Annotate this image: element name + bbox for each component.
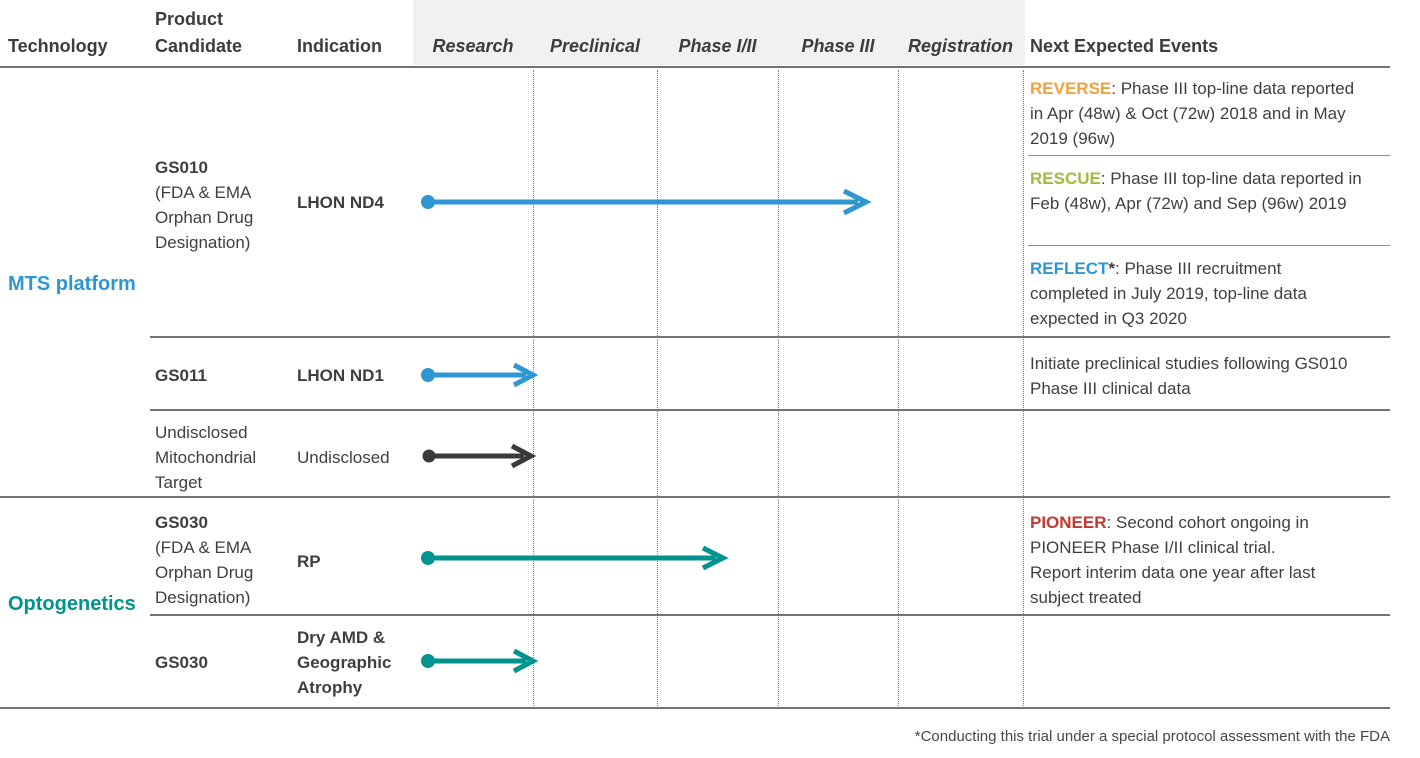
column-header-next-expected-events: Next Expected Events [1030,36,1219,56]
event-reverse: REVERSE: Phase III top-line data reporte… [1030,76,1364,151]
event-tag-suffix: * [1108,259,1116,278]
technology-label-optogenetics: Optogenetics [8,593,136,615]
candidate-name: GS010 [155,158,208,177]
phase-divider-phase3-registration [898,70,899,708]
section-divider-mts-optogenetics [0,496,1390,498]
arrow-head [701,545,729,571]
indication-undisclosed: Undisclosed [297,448,390,467]
footnote: *Conducting this trial under a special p… [914,728,1390,745]
column-header-indication: Indication [297,36,382,56]
event-divider-rescue-reflect [1028,245,1390,246]
arrow-head [512,362,539,388]
column-header-phase-1-2: Phase I/II [678,36,757,56]
progress-arrow-gs030-amd [421,648,539,674]
candidate-gs030-rp: GS030 (FDA & EMA Orphan Drug Designation… [155,510,293,610]
event-gs011: Initiate preclinical studies following G… [1030,354,1348,398]
progress-arrow-gs030-rp [421,545,729,571]
indication-lhon-nd1: LHON ND1 [297,366,384,385]
event-divider-reverse-rescue [1028,155,1390,156]
candidate-name: GS030 [155,513,208,532]
column-header-research: Research [432,36,514,56]
event-tag-reflect: REFLECT [1030,259,1109,278]
event-text: : Second cohort ongoing in PIONEER Phase… [1030,513,1309,557]
row-divider-gs010-gs011 [150,336,1390,338]
column-header-preclinical: Preclinical [549,36,641,56]
technology-label-mts-platform: MTS platform [8,273,136,295]
phase-divider-registration-end [1023,70,1024,708]
event-tag-pioneer: PIONEER [1030,513,1107,532]
column-header-registration: Registration [907,36,1013,56]
indication-rp: RP [297,552,321,571]
phase-divider-phase12-phase3 [778,70,779,708]
candidate-note: (FDA & EMA Orphan Drug Designation) [155,183,254,252]
event-tag-rescue: RESCUE [1030,169,1101,188]
event-text: : Phase III recruitment completed in Jul… [1030,259,1307,328]
event-text: : Phase III top-line data reported in Fe… [1030,169,1362,213]
column-header-technology: Technology [8,36,108,56]
arrow-head [842,188,872,216]
arrow-head [512,648,539,674]
indication-lhon-nd4: LHON ND4 [297,193,384,212]
phase-divider-research-preclinical [533,70,534,708]
row-divider-rp-amd [150,614,1390,616]
header-underline [0,66,1390,68]
candidate-note: (FDA & EMA Orphan Drug Designation) [155,538,254,607]
candidate-undisclosed-target: Undisclosed Mitochondrial Target [155,423,257,492]
column-header-product-candidate: Product Candidate [155,9,243,56]
column-header-phase-3: Phase III [801,36,875,56]
progress-arrow-gs011 [421,362,539,388]
bottom-rule [0,707,1390,709]
progress-arrow-undisclosed [422,443,537,469]
phase-divider-preclinical-phase12 [657,70,658,708]
arrow-head [510,443,537,469]
event-pioneer-part1: PIONEER: Second cohort ongoing in PIONEE… [1030,510,1364,560]
progress-arrow-gs010 [421,188,872,216]
candidate-gs030-amd: GS030 [155,653,208,672]
event-pioneer: PIONEER: Second cohort ongoing in PIONEE… [1030,510,1364,610]
indication-dry-amd: Dry AMD & Geographic Atrophy [297,628,392,697]
event-tag-reverse: REVERSE [1030,79,1112,98]
event-reflect: REFLECT*: Phase III recruitment complete… [1030,256,1364,331]
candidate-gs010-lhon-nd4: GS010 (FDA & EMA Orphan Drug Designation… [155,155,293,255]
event-rescue: RESCUE: Phase III top-line data reported… [1030,166,1364,216]
candidate-gs011: GS011 [155,366,207,385]
phase-header-band [413,0,1025,65]
row-divider-gs011-undisclosed [150,409,1390,411]
event-text: : Phase III top-line data reported in Ap… [1030,79,1355,148]
event-pioneer-part2: Report interim data one year after last … [1030,563,1316,607]
